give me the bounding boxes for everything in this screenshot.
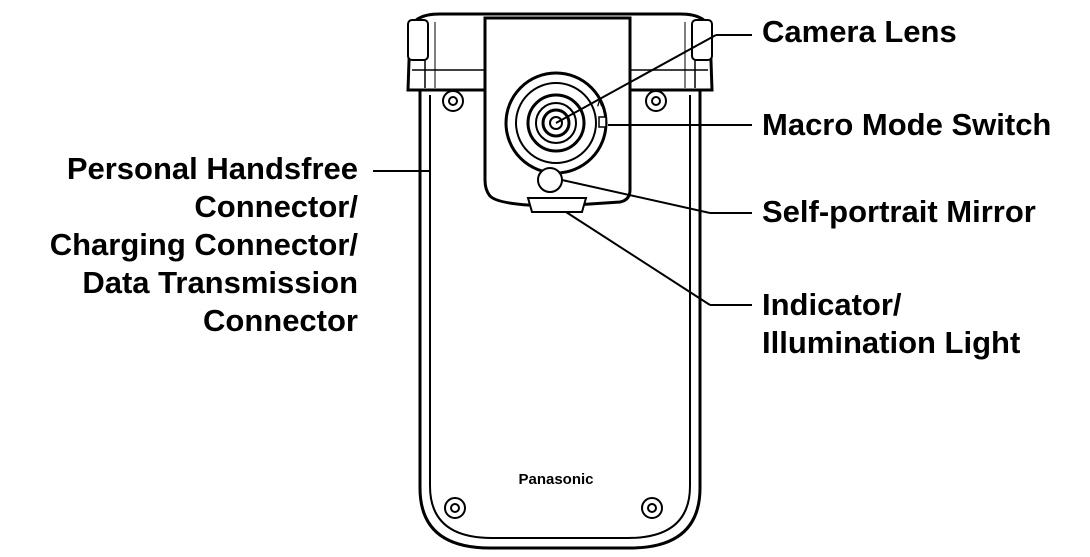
callout-line: Self-portrait Mirror bbox=[762, 194, 1036, 229]
callout-line: Connector/ bbox=[194, 189, 358, 224]
callout-line: Charging Connector/ bbox=[49, 227, 358, 262]
leader-camera-lens bbox=[555, 34, 717, 124]
screw-top-right bbox=[645, 90, 667, 112]
phone-body-outline bbox=[418, 88, 702, 550]
callout-indicator-light: Indicator/ Illumination Light bbox=[762, 286, 1020, 362]
hinge-knob-right bbox=[691, 19, 713, 61]
callout-macro-mode-switch: Macro Mode Switch bbox=[762, 106, 1051, 144]
screw-top-left bbox=[442, 90, 464, 112]
leader-self-portrait-mirror bbox=[561, 179, 711, 214]
self-portrait-mirror bbox=[537, 167, 563, 193]
callout-camera-lens: Camera Lens bbox=[762, 13, 957, 51]
callout-line: Indicator/ bbox=[762, 287, 902, 322]
callout-line: Connector bbox=[203, 303, 358, 338]
brand-label: Panasonic bbox=[518, 471, 593, 488]
screw-bottom-right bbox=[641, 497, 663, 519]
indicator-light bbox=[526, 197, 588, 213]
phone-body-inner-outline bbox=[429, 95, 691, 539]
callout-line: Illumination Light bbox=[762, 325, 1021, 360]
callout-connector: Personal Handsfree Connector/ Charging C… bbox=[50, 150, 358, 340]
callout-line: Data Transmission bbox=[82, 265, 358, 300]
callout-line: Personal Handsfree bbox=[66, 151, 358, 186]
callout-self-portrait-mirror: Self-portrait Mirror bbox=[762, 193, 1036, 231]
macro-mode-switch: ∧ bbox=[596, 98, 607, 128]
hinge-knob-left bbox=[407, 19, 429, 61]
callout-line: Camera Lens bbox=[762, 14, 957, 49]
leader-indicator-light bbox=[565, 211, 711, 306]
screw-bottom-left bbox=[444, 497, 466, 519]
callout-line: Macro Mode Switch bbox=[762, 107, 1052, 142]
svg-text:∧: ∧ bbox=[596, 98, 603, 109]
